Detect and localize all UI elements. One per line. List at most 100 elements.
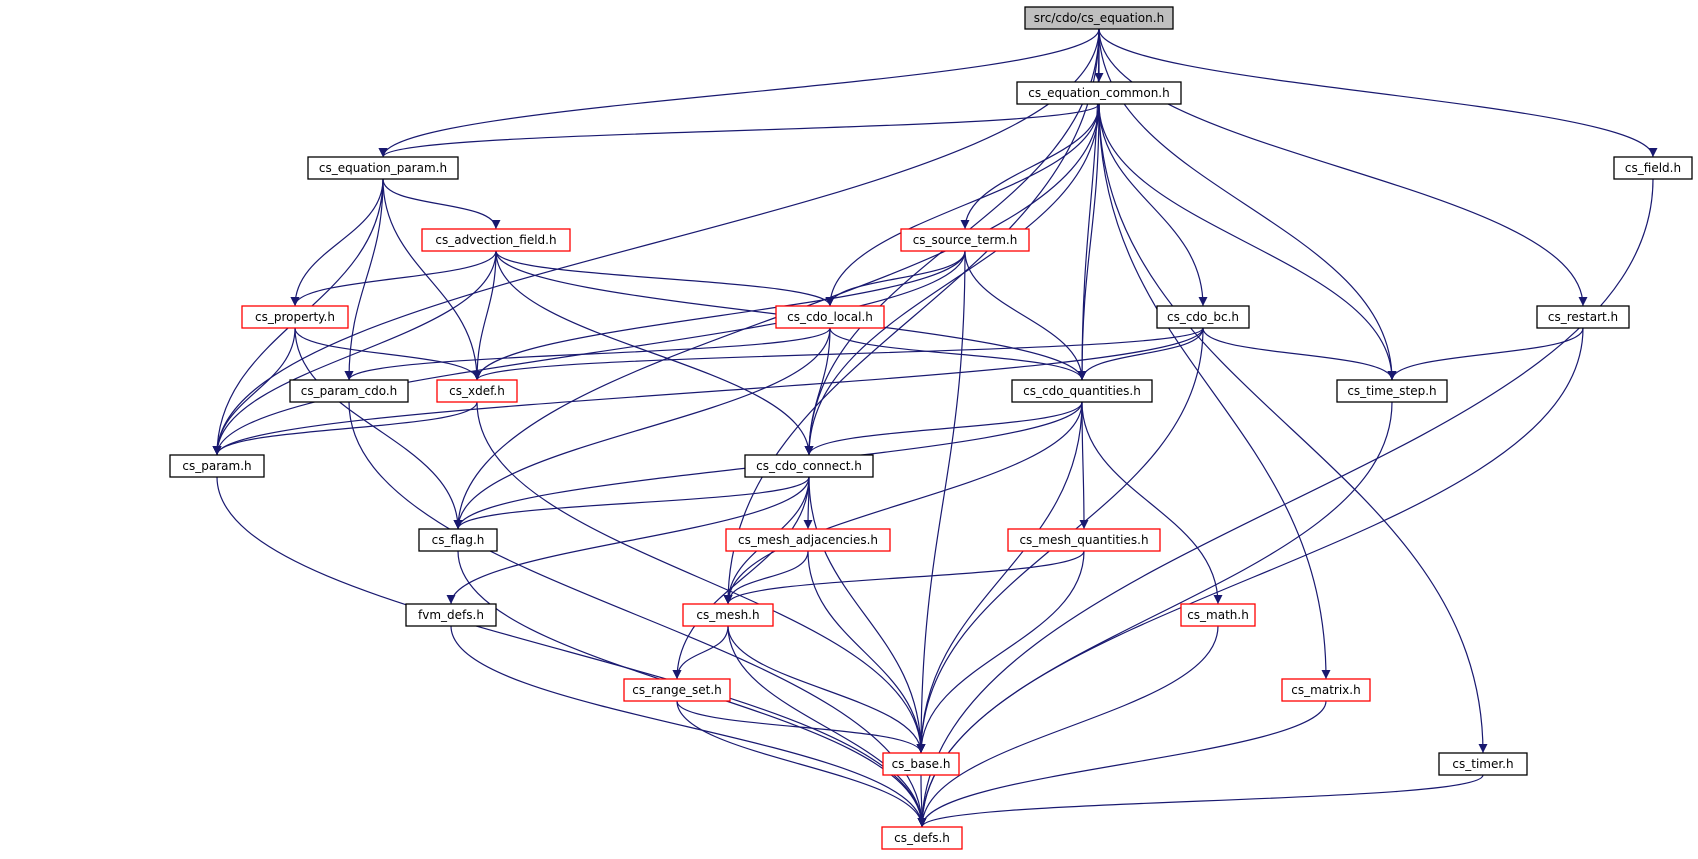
header-file-nodes: src/cdo/cs_equation.h cs_equation_common.… <box>169 6 1693 850</box>
node-box <box>1024 6 1174 30</box>
edge-eq_common-to-cdo_bc <box>1098 103 1208 307</box>
node-box <box>1336 379 1448 403</box>
node-label: cs_param.h <box>182 459 251 473</box>
edge-eq_common-to-cdo_quant <box>1077 103 1100 381</box>
edge-range_set-to-base <box>676 700 926 754</box>
node-label: cs_base.h <box>892 757 951 771</box>
node-box <box>1613 156 1693 180</box>
edge-eq_common-to-eq_param <box>378 103 1100 158</box>
node-defs[interactable]: cs_defs.h <box>881 826 963 850</box>
node-box <box>418 528 498 552</box>
edge-restart-to-time_step <box>1387 327 1584 381</box>
node-cdo-local[interactable]: cs_cdo_local.h <box>775 305 885 329</box>
node-label: cs_property.h <box>255 310 335 324</box>
node-box <box>623 678 731 702</box>
edge-adv_field-to-property <box>290 250 497 307</box>
edge-eq_common-to-cdo_local <box>825 103 1100 307</box>
node-label: cs_math.h <box>1187 608 1249 622</box>
edge-adv_field-to-cdo_connect <box>495 250 814 456</box>
node-cdo-bc[interactable]: cs_cdo_bc.h <box>1156 305 1250 329</box>
edge-property-to-xdef <box>294 327 482 381</box>
node-label: cs_advection_field.h <box>435 233 556 247</box>
node-box <box>775 305 885 329</box>
edge-fvm_defs-to-defs <box>450 625 927 828</box>
edge-eq_common-to-matrix <box>1098 103 1331 680</box>
node-source-term[interactable]: cs_source_term.h <box>900 228 1030 252</box>
edge-cdo_quant-to-mesh <box>723 401 1083 605</box>
node-box <box>307 156 459 180</box>
edge-eq_common-to-time_step <box>1098 103 1397 381</box>
edge-math-to-defs <box>917 625 1219 828</box>
node-eq-param[interactable]: cs_equation_param.h <box>307 156 459 180</box>
edge-mesh-to-base <box>727 625 926 754</box>
edge-eq_common-to-cdo_connect <box>804 103 1100 456</box>
node-cdo-quant[interactable]: cs_cdo_quantities.h <box>1011 379 1153 403</box>
node-param-cdo[interactable]: cs_param_cdo.h <box>289 379 409 403</box>
node-box <box>882 752 960 776</box>
node-restart[interactable]: cs_restart.h <box>1536 305 1630 329</box>
edge-cdo_quant-to-base <box>916 401 1083 754</box>
edge-mesh-to-range_set <box>672 625 729 680</box>
node-label: cs_field.h <box>1625 161 1681 175</box>
edge-range_set-to-defs <box>676 700 927 828</box>
node-label: cs_restart.h <box>1548 310 1618 324</box>
node-label: cs_cdo_bc.h <box>1167 310 1239 324</box>
edge-xdef-to-param <box>212 401 478 456</box>
node-label: cs_source_term.h <box>913 233 1018 247</box>
node-label: cs_matrix.h <box>1291 683 1360 697</box>
edge-adv_field-to-param <box>212 250 497 456</box>
node-box <box>169 454 265 478</box>
node-base[interactable]: cs_base.h <box>882 752 960 776</box>
edge-mesh_adj-to-base <box>807 550 926 754</box>
node-root: src/cdo/cs_equation.h <box>1024 6 1174 30</box>
node-box <box>682 603 774 627</box>
node-timer[interactable]: cs_timer.h <box>1438 752 1528 776</box>
edge-mesh-to-defs <box>727 625 927 828</box>
edge-cdo_bc-to-param <box>212 327 1204 456</box>
node-math[interactable]: cs_math.h <box>1180 603 1256 627</box>
edge-time_step-to-defs <box>917 401 1393 828</box>
node-box <box>1007 528 1161 552</box>
edge-timer-to-defs <box>917 774 1484 828</box>
edge-eq_common-to-source_term <box>960 103 1100 230</box>
node-xdef[interactable]: cs_xdef.h <box>436 379 518 403</box>
edge-cdo_bc-to-time_step <box>1202 327 1397 381</box>
node-param[interactable]: cs_param.h <box>169 454 265 478</box>
edge-source_term-to-param <box>212 250 966 456</box>
edge-cdo_local-to-param_cdo <box>344 327 831 381</box>
node-property[interactable]: cs_property.h <box>241 305 349 329</box>
edge-xdef-to-base <box>476 401 926 754</box>
edge-root-to-restart <box>1098 28 1588 307</box>
edge-cdo_local-to-cdo_quant <box>829 327 1087 381</box>
node-field[interactable]: cs_field.h <box>1613 156 1693 180</box>
node-range-set[interactable]: cs_range_set.h <box>623 678 731 702</box>
node-fvm-defs[interactable]: fvm_defs.h <box>405 603 497 627</box>
edge-source_term-to-cdo_local <box>825 250 966 307</box>
node-label: cs_flag.h <box>432 533 485 547</box>
node-matrix[interactable]: cs_matrix.h <box>1281 678 1371 702</box>
node-cdo-connect[interactable]: cs_cdo_connect.h <box>744 454 874 478</box>
edge-cdo_connect-to-range_set <box>672 476 810 680</box>
node-box <box>1016 81 1182 105</box>
node-box <box>725 528 891 552</box>
node-mesh[interactable]: cs_mesh.h <box>682 603 774 627</box>
node-label: cs_cdo_quantities.h <box>1023 384 1141 398</box>
edge-cdo_bc-to-xdef <box>472 327 1204 381</box>
node-box <box>744 454 874 478</box>
node-mesh-quant[interactable]: cs_mesh_quantities.h <box>1007 528 1161 552</box>
edge-source_term-to-xdef <box>472 250 966 381</box>
node-box <box>881 826 963 850</box>
edge-mesh_quant-to-mesh <box>723 550 1085 605</box>
node-time-step[interactable]: cs_time_step.h <box>1336 379 1448 403</box>
edge-cdo_local-to-flag <box>453 327 831 530</box>
node-label: cs_range_set.h <box>632 683 722 697</box>
node-label: cs_time_step.h <box>1347 384 1436 398</box>
node-box <box>1536 305 1630 329</box>
node-adv-field[interactable]: cs_advection_field.h <box>421 228 571 252</box>
node-mesh-adj[interactable]: cs_mesh_adjacencies.h <box>725 528 891 552</box>
node-eq-common[interactable]: cs_equation_common.h <box>1016 81 1182 105</box>
edge-root-to-eq_param <box>378 28 1100 158</box>
edge-cdo_quant-to-math <box>1081 401 1223 605</box>
node-flag[interactable]: cs_flag.h <box>418 528 498 552</box>
